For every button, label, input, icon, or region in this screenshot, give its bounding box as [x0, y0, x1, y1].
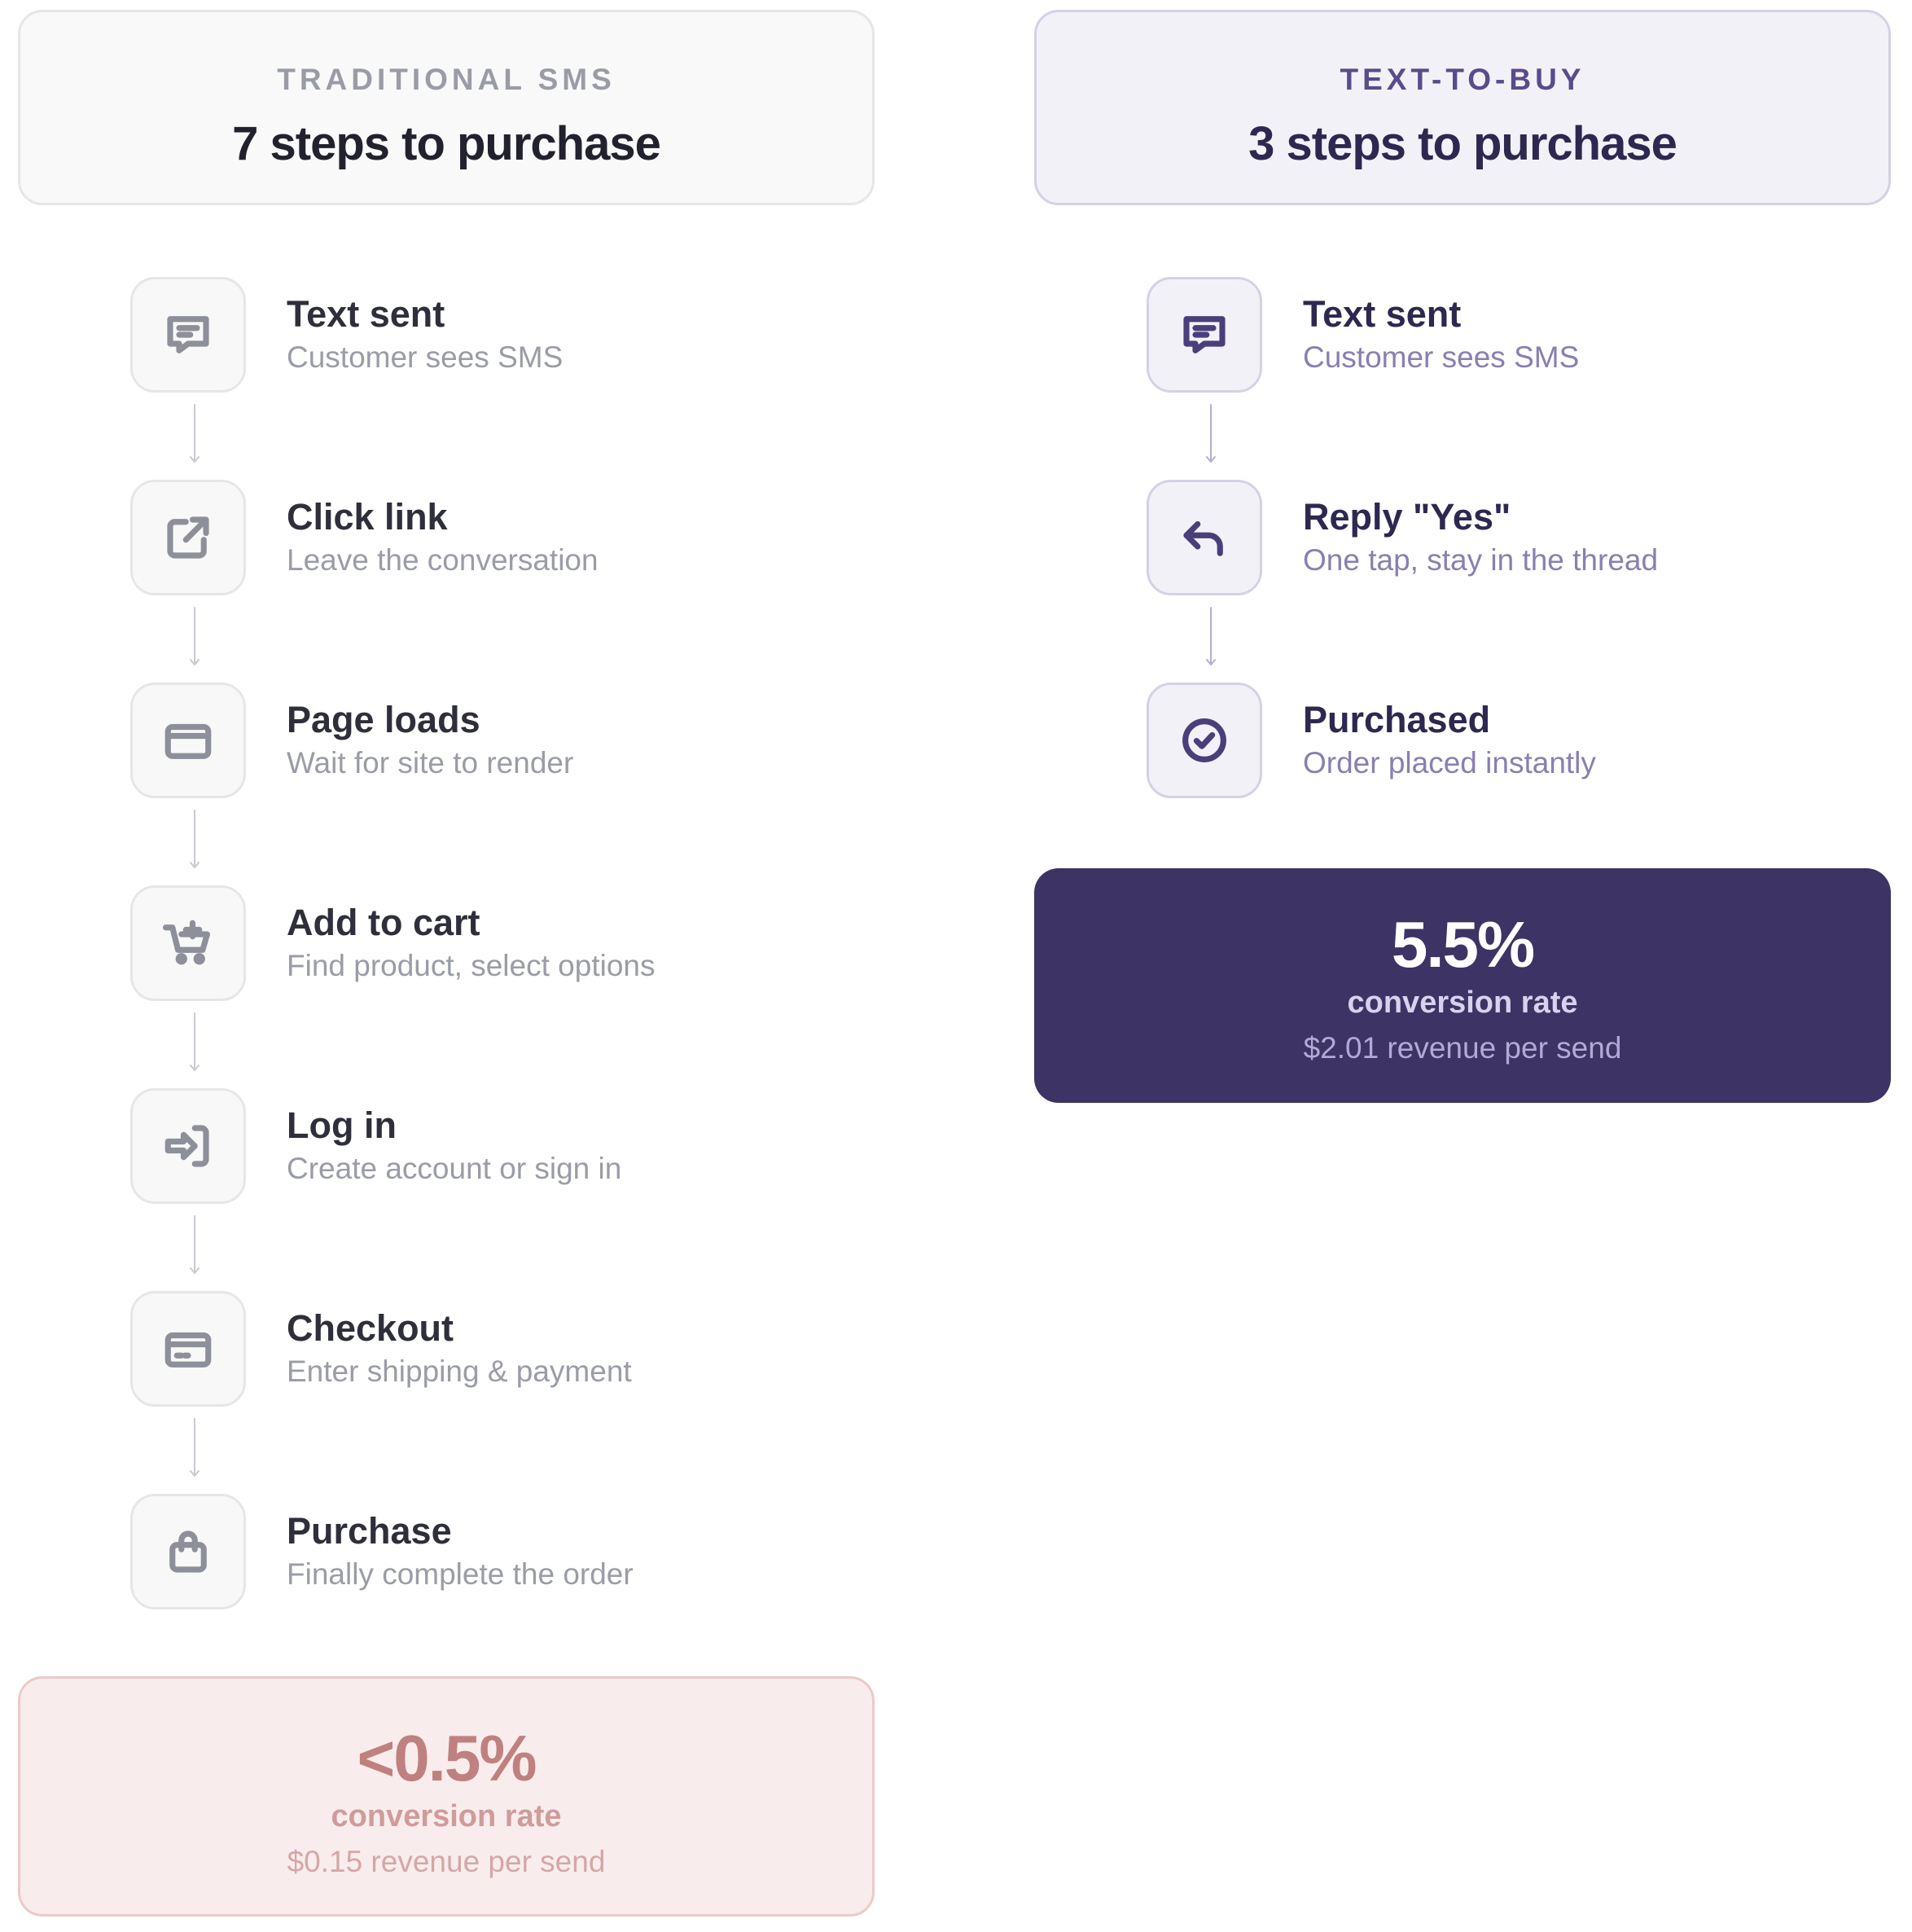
step-connector-arrow	[185, 403, 204, 468]
step-label: Text sent	[1303, 293, 1462, 335]
traditional-step-text-sent: Text sent Customer sees SMS	[130, 277, 863, 395]
step-label: Reply "Yes"	[1303, 496, 1511, 538]
traditional-step-purchase: Purchase Finally complete the order	[130, 1494, 863, 1612]
message-icon	[130, 277, 246, 393]
traditional-step-click-link: Click link Leave the conversation	[130, 480, 863, 598]
step-connector-arrow	[1201, 606, 1221, 671]
conversion-rate-value: <0.5%	[357, 1722, 537, 1794]
revenue-per-send: $2.01 revenue per send	[1303, 1031, 1622, 1065]
traditional-sms-title: 7 steps to purchase	[232, 117, 661, 170]
text-to-buy-kicker: TEXT-TO-BUY	[1340, 63, 1585, 96]
traditional-sms-kicker: TRADITIONAL SMS	[277, 63, 616, 96]
step-description: Create account or sign in	[287, 1152, 622, 1185]
traditional-step-checkout: Checkout Enter shipping & payment	[130, 1291, 863, 1409]
step-label: Click link	[287, 496, 448, 538]
conversion-rate-value: 5.5%	[1391, 908, 1535, 981]
browser-window-icon	[130, 683, 246, 798]
step-label: Text sent	[287, 293, 445, 335]
traditional-step-page-loads: Page loads Wait for site to render	[130, 683, 863, 801]
step-label: Purchase	[287, 1510, 452, 1552]
external-link-icon	[130, 480, 246, 595]
conversion-rate-label: conversion rate	[1347, 986, 1578, 1020]
shopping-bag-icon	[130, 1494, 246, 1609]
step-connector-arrow	[185, 809, 204, 874]
step-connector-arrow	[185, 1012, 204, 1077]
conversion-rate-label: conversion rate	[331, 1799, 562, 1833]
revenue-per-send: $0.15 revenue per send	[287, 1845, 606, 1878]
step-description: Find product, select options	[287, 949, 656, 982]
step-connector-arrow	[185, 1214, 204, 1280]
credit-card-icon	[130, 1291, 246, 1407]
step-description: Order placed instantly	[1303, 746, 1596, 779]
step-description: Enter shipping & payment	[287, 1355, 632, 1388]
step-label: Add to cart	[287, 902, 480, 943]
traditional-conversion-card: <0.5% conversion rate $0.15 revenue per …	[18, 1676, 875, 1917]
step-description: Wait for site to render	[287, 746, 574, 779]
traditional-step-log-in: Log in Create account or sign in	[130, 1088, 863, 1206]
step-description: One tap, stay in the thread	[1303, 543, 1659, 577]
text-to-buy-step-text-sent: Text sent Customer sees SMS	[1147, 277, 1879, 395]
text-to-buy-title: 3 steps to purchase	[1248, 117, 1677, 170]
text-to-buy-step-purchased: Purchased Order placed instantly	[1147, 683, 1879, 801]
reply-icon	[1147, 480, 1262, 595]
step-description: Customer sees SMS	[287, 340, 564, 374]
step-description: Finally complete the order	[287, 1557, 634, 1591]
step-label: Purchased	[1303, 699, 1491, 740]
check-circle-icon	[1147, 683, 1262, 798]
step-label: Page loads	[287, 699, 480, 740]
step-description: Customer sees SMS	[1303, 340, 1580, 374]
cart-plus-icon	[130, 885, 246, 1001]
step-connector-arrow	[185, 606, 204, 671]
step-label: Log in	[287, 1104, 397, 1146]
text-to-buy-step-reply-yes: Reply "Yes" One tap, stay in the thread	[1147, 480, 1879, 598]
login-icon	[130, 1088, 246, 1204]
step-description: Leave the conversation	[287, 543, 599, 577]
step-connector-arrow	[1201, 403, 1221, 468]
message-icon	[1147, 277, 1262, 393]
text-to-buy-header: TEXT-TO-BUY 3 steps to purchase	[1034, 10, 1891, 205]
traditional-step-add-to-cart: Add to cart Find product, select options	[130, 885, 863, 1003]
step-label: Checkout	[287, 1307, 454, 1349]
step-connector-arrow	[185, 1417, 204, 1482]
text-to-buy-conversion-card: 5.5% conversion rate $2.01 revenue per s…	[1034, 868, 1891, 1103]
traditional-sms-header: TRADITIONAL SMS 7 steps to purchase	[18, 10, 875, 205]
